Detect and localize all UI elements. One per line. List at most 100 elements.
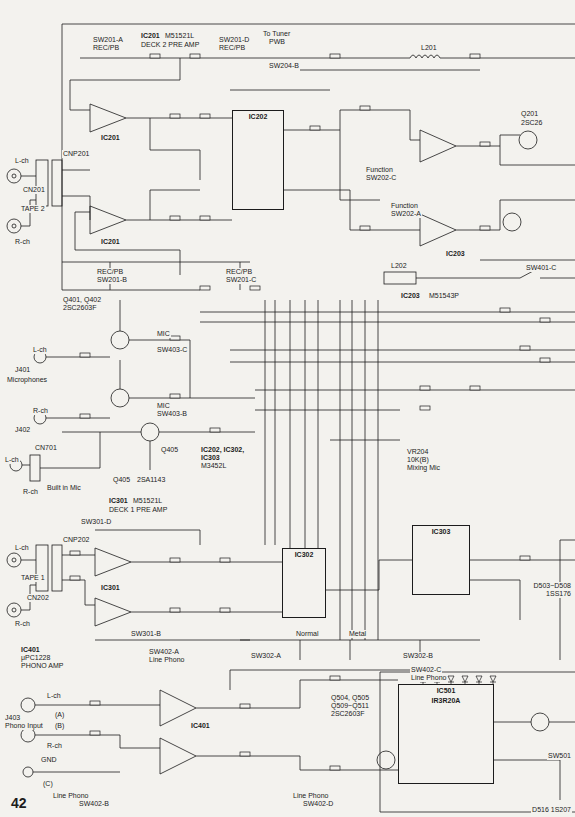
resistor-symbol bbox=[480, 226, 490, 230]
resistor-symbol bbox=[170, 608, 180, 612]
part-label: SW201-D bbox=[218, 36, 250, 44]
resistor-symbol bbox=[200, 114, 210, 118]
ic-label: IC303 bbox=[200, 454, 221, 462]
ic-label: IC201 bbox=[100, 134, 121, 142]
part-label: SW501 bbox=[547, 752, 572, 760]
ic-name: IC302 bbox=[283, 549, 325, 559]
part-label: Metal bbox=[348, 630, 367, 638]
part-label: Q401, Q402 bbox=[62, 296, 102, 304]
resistor-symbol bbox=[70, 576, 80, 580]
part-label: CN201 bbox=[22, 186, 46, 194]
resistor-symbol bbox=[240, 752, 250, 756]
resistor-symbol bbox=[150, 54, 160, 58]
part-label: R-ch bbox=[22, 488, 39, 496]
part-label: SW403-C bbox=[156, 346, 188, 354]
resistor-symbol bbox=[330, 766, 340, 770]
part-label: 2SC2603F bbox=[330, 710, 365, 718]
part-label: REC/PB bbox=[218, 44, 246, 52]
part-label: Function bbox=[390, 202, 419, 210]
part-label: SW201-A bbox=[92, 36, 124, 44]
resistor-symbol bbox=[200, 216, 210, 220]
part-label: SW204-B bbox=[268, 62, 300, 70]
part-label: R-ch bbox=[14, 620, 31, 628]
ic-name: IC202 bbox=[233, 111, 283, 121]
part-label: (B) bbox=[54, 722, 65, 730]
resistor-symbol bbox=[80, 353, 90, 357]
resistor-symbol bbox=[500, 308, 510, 312]
ic-label: IC401 bbox=[190, 722, 211, 730]
part-label: SW402-A bbox=[148, 648, 180, 656]
part-label: Q405 bbox=[160, 446, 179, 454]
ic-box: IC303 bbox=[412, 525, 470, 595]
part-label: REC/PB bbox=[225, 268, 253, 276]
part-label: L202 bbox=[390, 262, 408, 270]
part-label: 10K(B) bbox=[406, 456, 430, 464]
part-label: MIC bbox=[156, 402, 171, 410]
resistor-symbol bbox=[90, 701, 100, 705]
part-label: SW401-C bbox=[525, 264, 557, 272]
part-label: Q405 bbox=[112, 476, 131, 484]
part-label: 2SC26 bbox=[520, 119, 543, 127]
resistor-symbol bbox=[70, 551, 80, 555]
resistor-symbol bbox=[470, 54, 480, 58]
part-label: PHONO AMP bbox=[20, 662, 64, 670]
part-label: CNP201 bbox=[62, 150, 90, 158]
resistor-symbol bbox=[520, 346, 530, 350]
part-label: M51521L bbox=[164, 32, 195, 40]
part-label: To Tuner bbox=[262, 30, 291, 38]
ic-box: IC501IR3R20A bbox=[398, 684, 494, 784]
ic-box: IC202 bbox=[232, 110, 284, 210]
resistor-symbol bbox=[170, 394, 180, 398]
part-label: SW302-A bbox=[250, 652, 282, 660]
ic-label: IC203 bbox=[445, 250, 466, 258]
part-label: CN701 bbox=[34, 444, 58, 452]
part-label: M51543P bbox=[428, 292, 460, 300]
part-label: D503~D508 bbox=[532, 582, 572, 590]
part-label: SW301-D bbox=[80, 518, 112, 526]
resistor-symbol bbox=[240, 704, 250, 708]
part-label: SW301-B bbox=[130, 630, 162, 638]
ic-label: IC301 bbox=[100, 584, 121, 592]
part-label: GND bbox=[40, 756, 58, 764]
part-label: MIC bbox=[156, 330, 171, 338]
resistor-symbol bbox=[210, 428, 220, 432]
signal-wire bbox=[326, 560, 412, 590]
part-label: L-ch bbox=[32, 346, 48, 354]
part-label: J402 bbox=[14, 426, 31, 434]
part-label: SW402-B bbox=[78, 800, 110, 808]
resistor-symbol bbox=[360, 226, 370, 230]
part-label: REC/PB bbox=[96, 268, 124, 276]
part-label: M51521L bbox=[132, 497, 163, 505]
part-label: Q504, Q505 bbox=[330, 694, 370, 702]
resistor-symbol bbox=[220, 558, 230, 562]
part-label: M3452L bbox=[200, 462, 227, 470]
part-label: D516 1S207 bbox=[531, 806, 572, 814]
part-label: Line Phono bbox=[52, 792, 89, 800]
resistor-symbol bbox=[200, 286, 210, 290]
part-label: J403 bbox=[4, 714, 21, 722]
resistor-symbol bbox=[170, 114, 180, 118]
ic-label: IC401 bbox=[20, 646, 41, 654]
ic-label: IC201 bbox=[140, 32, 161, 40]
part-label: Q509~Q511 bbox=[330, 702, 370, 710]
part-label: SW201-B bbox=[96, 276, 128, 284]
resistor-symbol bbox=[540, 358, 550, 362]
resistor-symbol bbox=[420, 386, 430, 390]
resistor-symbol bbox=[170, 216, 180, 220]
resistor-symbol bbox=[80, 414, 90, 418]
part-label: Function bbox=[365, 166, 394, 174]
resistor-symbol bbox=[330, 54, 340, 58]
part-label: REC/PB bbox=[92, 44, 120, 52]
resistor-symbol bbox=[330, 676, 340, 680]
part-label: 2SC2603F bbox=[62, 304, 97, 312]
part-label: (A) bbox=[54, 711, 65, 719]
part-label: DECK 1 PRE AMP bbox=[108, 506, 168, 514]
part-label: SW202-A bbox=[390, 210, 422, 218]
part-label: R-ch bbox=[14, 238, 31, 246]
part-label: 42 bbox=[10, 796, 28, 811]
part-label: Built in Mic bbox=[46, 484, 82, 492]
part-label: Microphones bbox=[6, 376, 48, 384]
part-label: Line Phono bbox=[410, 674, 447, 682]
part-label: μPC1228 bbox=[20, 654, 51, 662]
part-label: R-ch bbox=[46, 742, 63, 750]
